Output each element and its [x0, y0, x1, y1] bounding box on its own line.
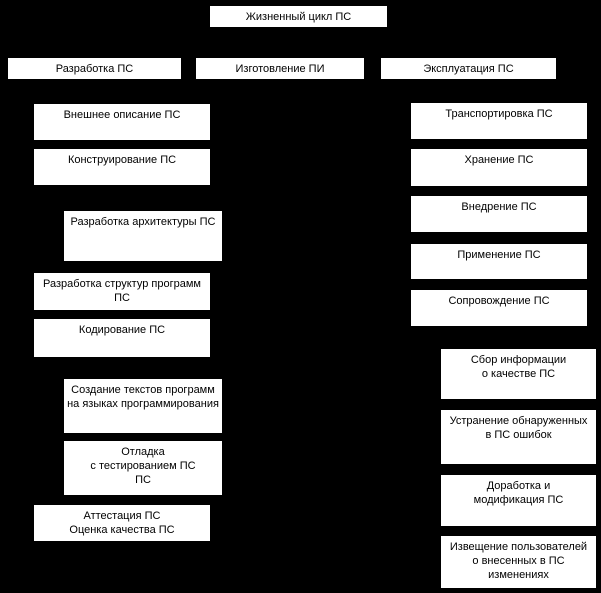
node-quality-info-collection: Сбор информации о качестве ПС: [440, 348, 597, 400]
node-rework-modification: Доработка и модификация ПС: [440, 474, 597, 527]
node-phase-manufacturing: Изготовление ПИ: [195, 57, 365, 80]
node-application: Применение ПС: [410, 243, 588, 280]
node-maintenance: Сопровождение ПС: [410, 289, 588, 327]
node-architecture-development: Разработка архитектуры ПС: [63, 210, 223, 262]
node-program-texts-creation: Создание текстов программ на языках прог…: [63, 378, 223, 434]
node-lifecycle-root: Жизненный цикл ПС: [209, 5, 388, 28]
node-deployment: Внедрение ПС: [410, 195, 588, 233]
node-phase-development: Разработка ПС: [7, 57, 182, 80]
node-debugging-testing: Отладка с тестированием ПС ПС: [63, 440, 223, 496]
node-external-description: Внешнее описание ПС: [33, 103, 211, 141]
node-storage: Хранение ПС: [410, 148, 588, 187]
node-program-structures: Разработка структур программ ПС: [33, 272, 211, 311]
node-designing: Конструирование ПС: [33, 148, 211, 186]
node-user-notification: Извещение пользователей о внесенных в ПС…: [440, 535, 597, 589]
node-phase-exploitation: Эксплуатация ПС: [380, 57, 557, 80]
node-error-fixing: Устранение обнаруженных в ПС ошибок: [440, 409, 597, 465]
node-transportation: Транспортировка ПС: [410, 102, 588, 140]
node-attestation-quality: Аттестация ПС Оценка качества ПС: [33, 504, 211, 542]
node-coding: Кодирование ПС: [33, 318, 211, 358]
